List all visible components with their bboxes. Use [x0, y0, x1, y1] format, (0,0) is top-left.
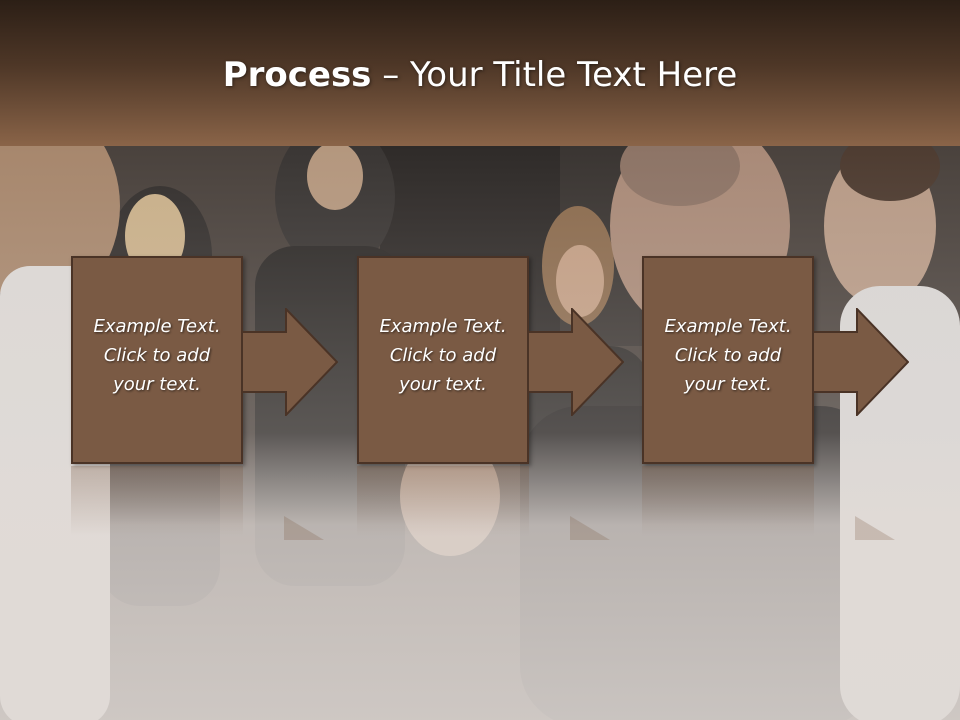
- step-1-arrow-reflection: [284, 516, 324, 540]
- process-step-1[interactable]: Example Text. Click to add your text.: [71, 256, 243, 464]
- step-1-line-3: your text.: [113, 374, 201, 395]
- step-3-reflection: [642, 466, 814, 536]
- step-2-reflection: [357, 466, 529, 536]
- title-bold: Process: [222, 55, 372, 95]
- step-1-line-1: Example Text.: [93, 316, 221, 337]
- step-2-line-3: your text.: [399, 374, 487, 395]
- step-2-arrow-reflection: [570, 516, 610, 540]
- title-rest: – Your Title Text Here: [371, 55, 738, 95]
- step-3-line-3: your text.: [684, 374, 772, 395]
- step-2-arrow-icon: [528, 308, 624, 416]
- step-3-text: Example Text. Click to add your text.: [644, 312, 812, 399]
- step-1-line-2: Click to add: [103, 345, 211, 366]
- step-1-reflection: [71, 466, 243, 536]
- step-3-line-2: Click to add: [674, 345, 782, 366]
- step-2-line-1: Example Text.: [379, 316, 507, 337]
- step-1-arrow-icon: [242, 308, 338, 416]
- title-bar: Process – Your Title Text Here: [0, 0, 960, 146]
- step-1-text: Example Text. Click to add your text.: [73, 312, 241, 399]
- process-step-2[interactable]: Example Text. Click to add your text.: [357, 256, 529, 464]
- slide-title[interactable]: Process – Your Title Text Here: [0, 52, 960, 98]
- process-step-3[interactable]: Example Text. Click to add your text.: [642, 256, 814, 464]
- step-2-line-2: Click to add: [389, 345, 497, 366]
- step-3-line-1: Example Text.: [664, 316, 792, 337]
- step-2-text: Example Text. Click to add your text.: [359, 312, 527, 399]
- step-3-arrow-icon: [813, 308, 909, 416]
- step-3-arrow-reflection: [855, 516, 895, 540]
